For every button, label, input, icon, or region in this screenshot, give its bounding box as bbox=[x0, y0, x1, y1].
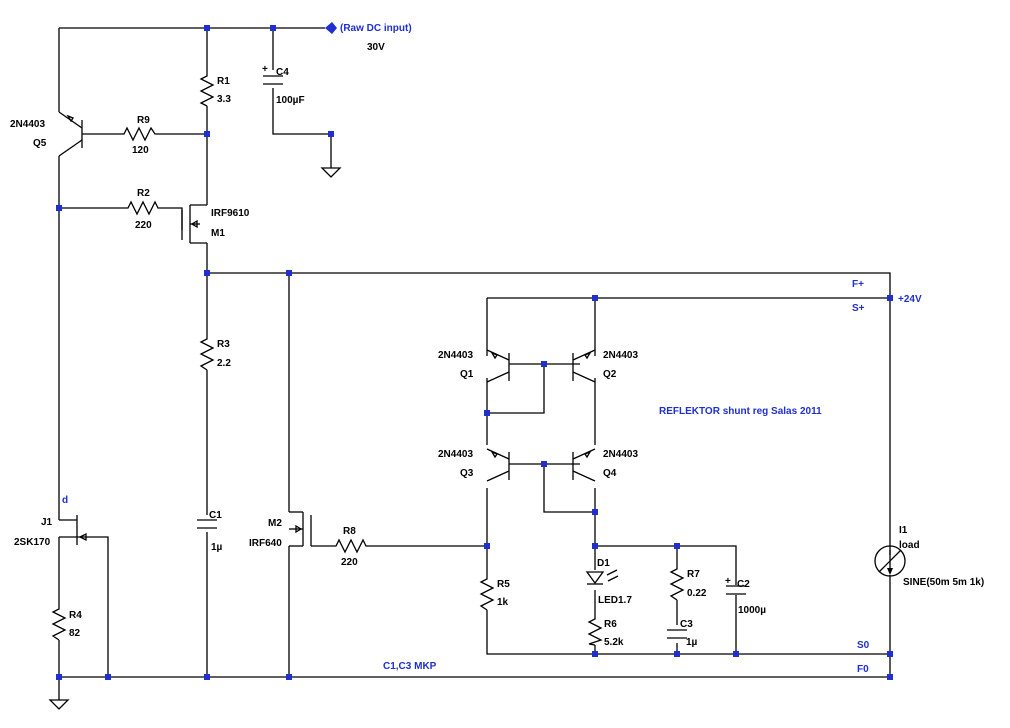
d1-model: LED1.7 bbox=[598, 595, 632, 606]
q2-ref: Q2 bbox=[603, 369, 617, 380]
transistor-q2: 2N4403 Q2 bbox=[572, 349, 638, 383]
r4-value: 82 bbox=[69, 628, 81, 639]
net-label-s-plus: S+ bbox=[852, 303, 865, 314]
c1-value: 1µ bbox=[211, 542, 223, 553]
j1-model: 2SK170 bbox=[14, 537, 51, 548]
i1-type: load bbox=[899, 540, 920, 551]
r3-value: 2.2 bbox=[217, 358, 231, 369]
input-voltage-label: 30V bbox=[367, 42, 385, 53]
r1-ref: R1 bbox=[217, 76, 230, 87]
resistor-r9: R9 120 bbox=[120, 115, 160, 156]
r5-ref: R5 bbox=[497, 579, 510, 590]
q4-model: 2N4403 bbox=[603, 449, 638, 460]
r6-value: 5.2k bbox=[604, 637, 624, 648]
ground-symbol-c4 bbox=[320, 167, 342, 178]
input-port: (Raw DC input) 30V bbox=[325, 22, 412, 53]
r8-ref: R8 bbox=[343, 526, 356, 537]
r5-value: 1k bbox=[497, 597, 509, 608]
input-label: (Raw DC input) bbox=[340, 23, 412, 34]
resistor-r6: R6 5.2k bbox=[587, 615, 624, 648]
resistor-r5: R5 1k bbox=[479, 575, 510, 611]
wires bbox=[58, 27, 891, 700]
net-label-f-plus: F+ bbox=[852, 279, 864, 290]
transistor-q3: 2N4403 Q3 bbox=[438, 448, 510, 482]
r6-ref: R6 bbox=[604, 619, 617, 630]
q1-ref: Q1 bbox=[460, 369, 474, 380]
c4-value: 100µF bbox=[276, 95, 305, 106]
transistor-q5: 2N4403 Q5 bbox=[10, 111, 83, 157]
q3-model: 2N4403 bbox=[438, 449, 473, 460]
resistor-r7: R7 0.22 bbox=[669, 565, 707, 601]
transistor-q4: 2N4403 Q4 bbox=[572, 448, 638, 482]
q2-model: 2N4403 bbox=[603, 350, 638, 361]
capacitor-note: C1,C3 MKP bbox=[383, 661, 437, 672]
net-label-s-zero: S0 bbox=[857, 640, 870, 651]
m2-model: IRF640 bbox=[249, 538, 282, 549]
c3-value: 1µ bbox=[686, 637, 698, 648]
net-labels: F+ S+ +24V S0 F0 REFLEKTOR shunt reg Sal… bbox=[383, 279, 922, 675]
net-label-output-voltage: +24V bbox=[898, 294, 922, 305]
r7-value: 0.22 bbox=[687, 588, 707, 599]
j1-ref: J1 bbox=[41, 517, 53, 528]
j1-drain-label: d bbox=[62, 495, 68, 506]
c1-ref: C1 bbox=[209, 510, 222, 521]
r7-ref: R7 bbox=[687, 569, 700, 580]
led-d1: D1 LED1.7 bbox=[585, 558, 632, 606]
capacitor-c4: + C4 100µF bbox=[262, 64, 305, 106]
d1-ref: D1 bbox=[597, 558, 610, 569]
m1-ref: M1 bbox=[211, 228, 225, 239]
transistor-q1: 2N4403 Q1 bbox=[438, 349, 510, 383]
c4-polarity: + bbox=[262, 64, 268, 75]
r2-value: 220 bbox=[135, 220, 152, 231]
r2-ref: R2 bbox=[137, 188, 150, 199]
mosfet-m1: IRF9610 M1 bbox=[181, 204, 250, 244]
q3-ref: Q3 bbox=[460, 468, 474, 479]
resistor-r8: R8 220 bbox=[332, 526, 368, 568]
q4-ref: Q4 bbox=[603, 468, 617, 479]
ground-symbol-main bbox=[48, 699, 70, 710]
q5-model: 2N4403 bbox=[10, 119, 45, 130]
resistor-r4: R4 82 bbox=[51, 605, 82, 641]
r1-value: 3.3 bbox=[217, 94, 231, 105]
r4-ref: R4 bbox=[69, 610, 82, 621]
m2-ref: M2 bbox=[268, 518, 282, 529]
mosfet-m2: M2 IRF640 bbox=[249, 511, 312, 549]
r3-ref: R3 bbox=[217, 339, 230, 350]
r8-value: 220 bbox=[341, 557, 358, 568]
r9-ref: R9 bbox=[137, 115, 150, 126]
resistor-r1: R1 3.3 bbox=[199, 72, 231, 107]
resistor-r2: R2 220 bbox=[125, 188, 160, 231]
c4-ref: C4 bbox=[276, 67, 289, 78]
q1-model: 2N4403 bbox=[438, 350, 473, 361]
junction-nodes bbox=[56, 25, 893, 680]
schematic-title: REFLEKTOR shunt reg Salas 2011 bbox=[659, 406, 822, 417]
jfet-j1: d J1 2SK170 bbox=[14, 495, 87, 548]
current-source-i1: I1 load SINE(50m 5m 1k) bbox=[874, 525, 984, 588]
resistor-r3: R3 2.2 bbox=[199, 335, 231, 371]
c2-value: 1000µ bbox=[738, 605, 766, 616]
capacitor-c2: + C2 1000µ bbox=[725, 576, 766, 616]
c2-polarity: + bbox=[725, 576, 731, 587]
i1-ref: I1 bbox=[899, 525, 908, 536]
capacitor-c3: C3 1µ bbox=[667, 619, 698, 648]
m1-model: IRF9610 bbox=[211, 208, 250, 219]
i1-source: SINE(50m 5m 1k) bbox=[903, 577, 984, 588]
capacitor-c1: C1 1µ bbox=[197, 510, 223, 553]
r9-value: 120 bbox=[132, 145, 149, 156]
q5-ref: Q5 bbox=[33, 138, 47, 149]
c2-ref: C2 bbox=[737, 579, 750, 590]
c3-ref: C3 bbox=[680, 619, 693, 630]
net-label-f-zero: F0 bbox=[857, 664, 869, 675]
